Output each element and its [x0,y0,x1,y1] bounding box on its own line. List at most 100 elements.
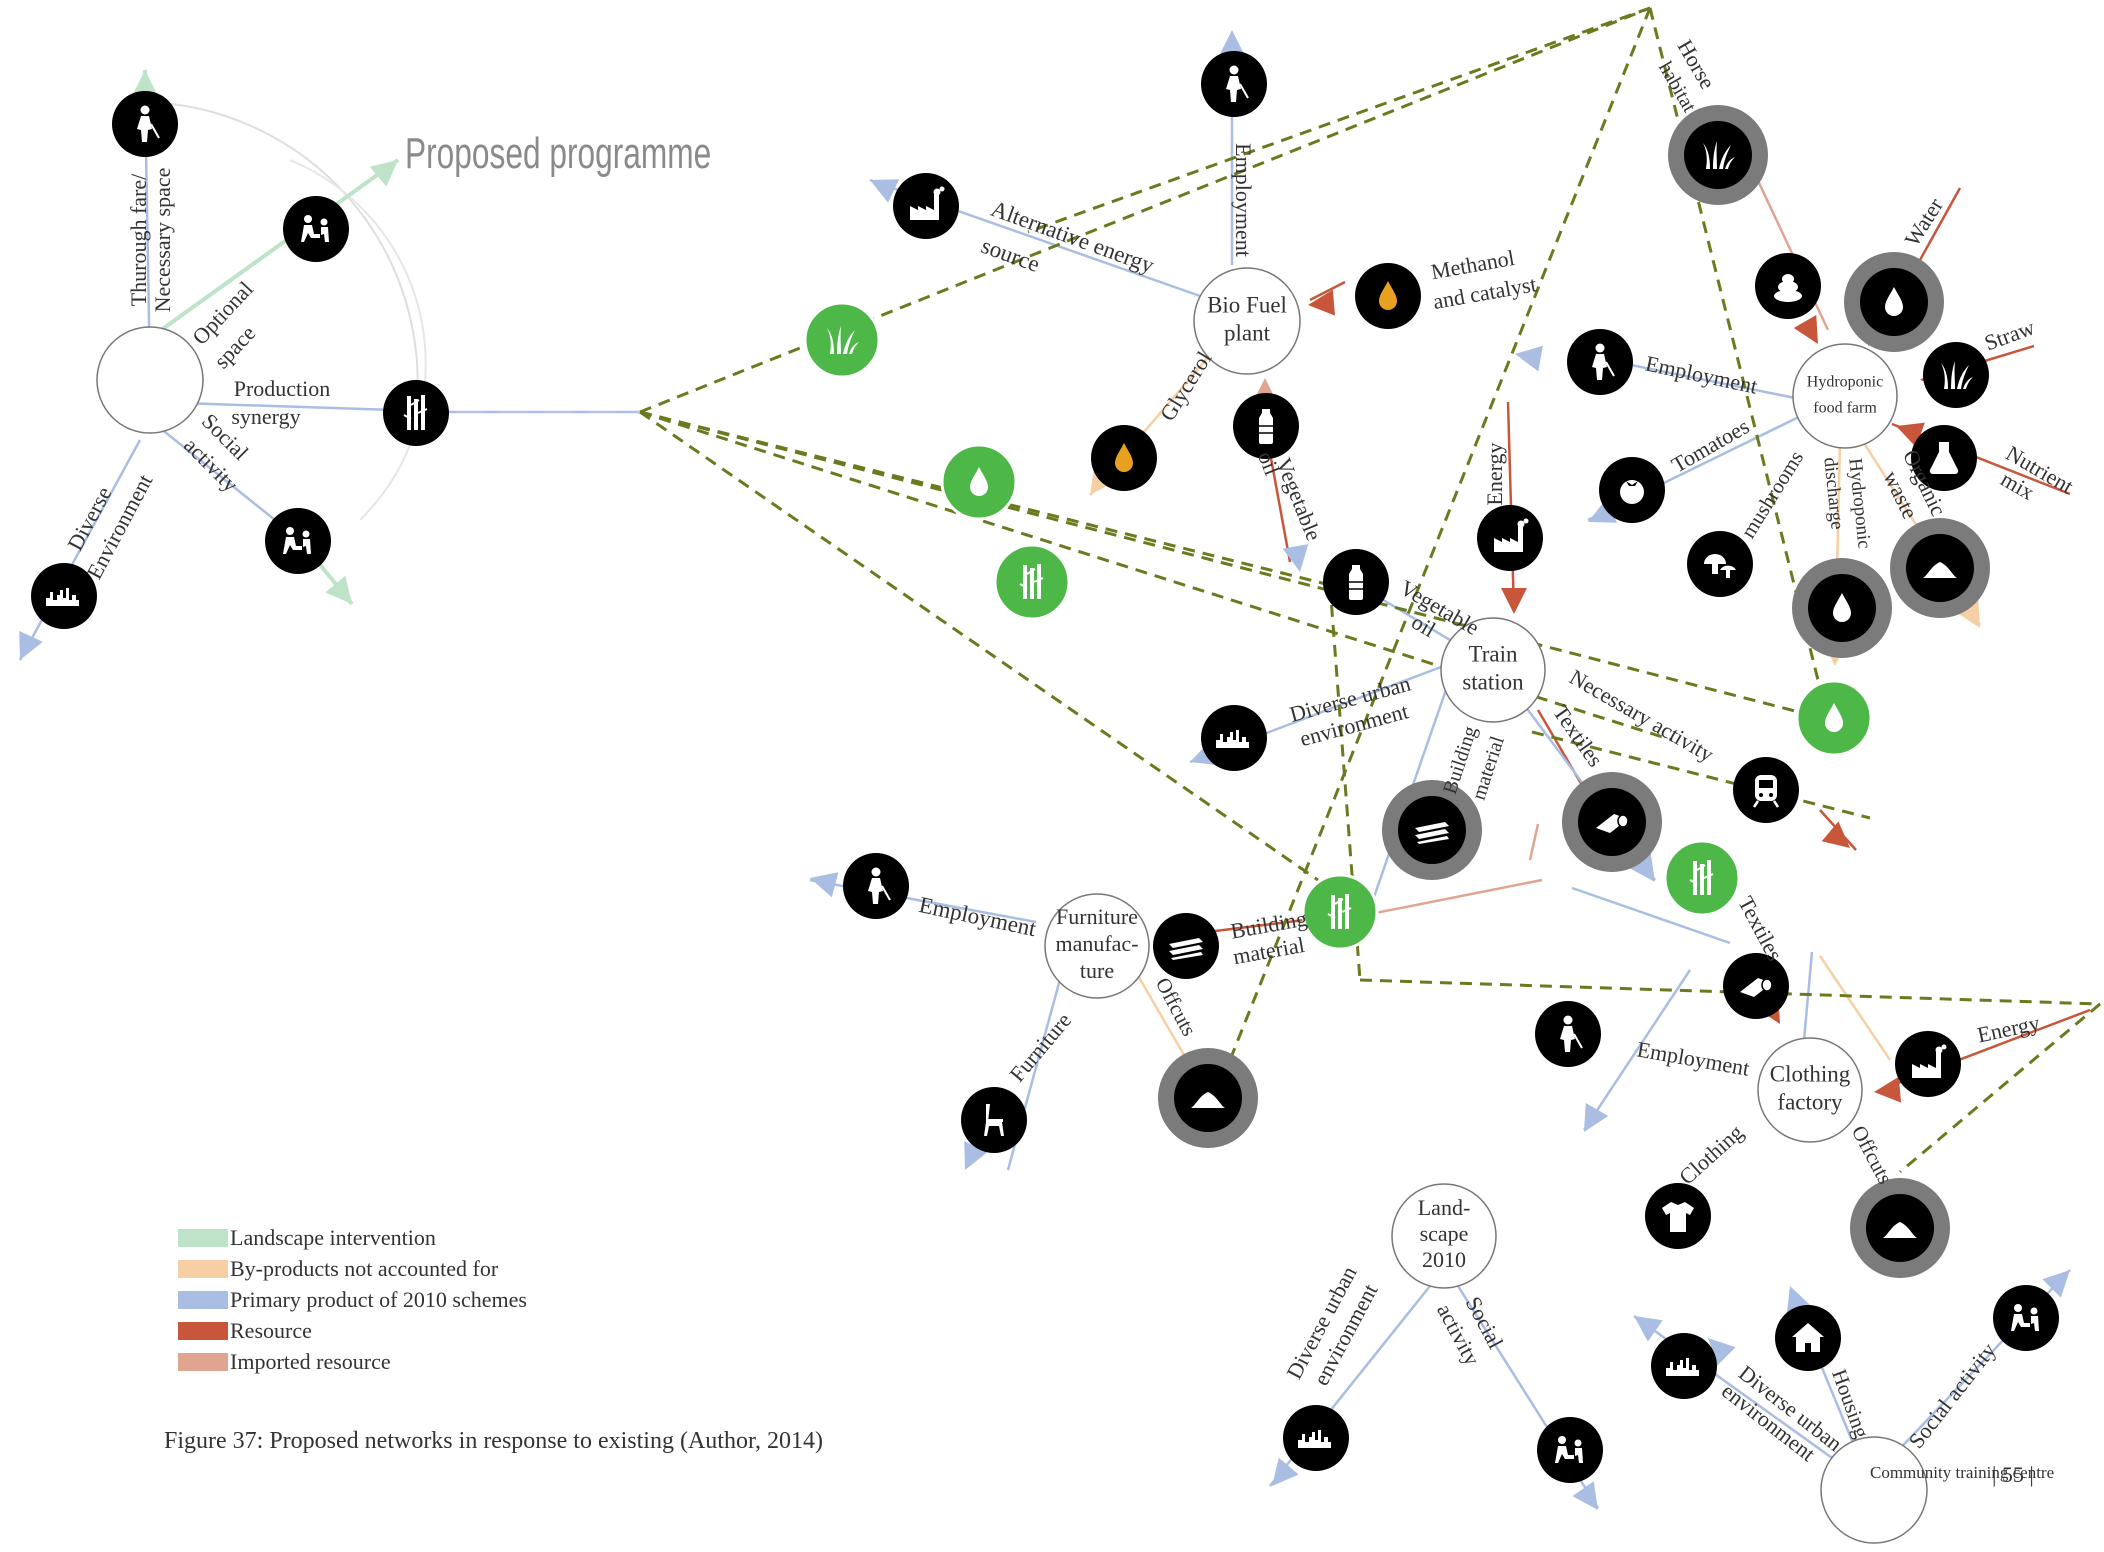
sawdust-pile-icon [1890,518,1990,618]
dashed-link [1228,7,1652,1061]
dashed-link [639,6,1651,414]
link-label: mushrooms [1736,446,1808,542]
link-label: synergy [231,404,300,429]
water-drop-icon [940,443,1018,521]
legend-swatch [178,1321,228,1340]
sawdust-pile-icon [1850,1178,1950,1278]
community-hub [1820,1436,1928,1544]
left-context-hub [96,326,204,434]
fabric-roll-icon [1562,772,1662,872]
legend-label: Primary product of 2010 schemes [230,1286,527,1312]
legend-item: By-products not accounted for [178,1253,527,1284]
bamboo-icon [1301,873,1379,951]
arrowhead-primary [810,872,839,898]
hydroponic-hub-label: food farm [1813,400,1877,417]
skyline-icon [31,563,97,629]
bamboo-icon [383,380,449,446]
arrowhead-resource [1308,289,1336,316]
chair-icon [961,1087,1027,1153]
hydroponic-hub [1792,343,1898,449]
person-walking-icon [1535,1001,1601,1067]
link-label: Glycerol [1155,347,1217,426]
arrowhead-landscape [325,575,352,604]
dashed-link [1899,1002,2101,1174]
link-label: Thurough fare/ [126,173,151,306]
legend-item: Imported resource [178,1346,527,1377]
grass-icon [1923,342,1989,408]
legend-swatch [178,1352,228,1371]
legend-swatch [178,1259,228,1278]
legend-label: By-products not accounted for [230,1255,499,1281]
dashed-link [639,410,1319,882]
factory-icon [893,173,959,239]
link-label: Textiles [1733,892,1788,965]
link-label: Offcuts [1847,1121,1898,1188]
tomato-icon [1599,457,1665,523]
arrowhead-primary [964,1140,988,1170]
page-number: | 55 | [1992,1462,2034,1487]
bamboo-icon [993,543,1071,621]
link-label: Hydroponic [1844,457,1874,549]
legend-item: Primary product of 2010 schemes [178,1284,527,1315]
arrowhead-landscape [369,160,398,187]
arrowhead-primary [19,630,43,660]
arrowhead-primary [1584,1102,1609,1132]
furniture-hub-label: Furniture [1056,904,1138,929]
grass-icon [1668,105,1768,205]
arrowhead-primary [1515,345,1543,372]
arrowhead-primary [870,179,900,203]
bottle-icon [1233,393,1299,459]
biofuel-hub-label: Bio Fuel [1207,292,1287,317]
landscape2010-hub [1391,1183,1497,1289]
arrowhead-primary [1219,30,1245,56]
dashed-link [639,410,1823,720]
legend: Landscape intervention By-products not a… [178,1222,527,1377]
legend-swatch [178,1290,228,1309]
clothing-hub [1757,1037,1863,1143]
link-label: Furniture [1004,1008,1076,1087]
tshirt-icon [1645,1183,1711,1249]
legend-swatch [178,1228,228,1247]
water-drop-icon [1792,558,1892,658]
person-walking-icon [1567,329,1633,395]
water-drop-icon [1844,252,1944,352]
furniture-hub [1044,893,1150,999]
legend-label: Landscape intervention [230,1224,436,1250]
train-hub [1440,617,1546,723]
clothing-hub-label: Clothing [1770,1061,1851,1086]
arrowhead-primary [2042,1270,2070,1298]
factory-icon [1477,505,1543,571]
lumber-icon [1153,913,1219,979]
bottle-icon [1323,549,1389,615]
people-playing-icon [1537,1417,1603,1483]
clothing-hub-label: factory [1777,1089,1843,1114]
link-imported [1528,823,1540,861]
people-sitting-icon [1993,1285,2059,1351]
link-label: Offcuts [1151,973,1202,1040]
legend-item: Landscape intervention [178,1222,527,1253]
link-label: Social activity [1903,1338,2001,1453]
link-label: Clothing [1674,1119,1748,1189]
legend-label: Resource [230,1317,312,1343]
arrowhead-byproduct [1955,598,1980,628]
person-walking-icon [112,91,178,157]
link-label: Employment [1643,351,1759,399]
link-primary [1615,360,1796,400]
biofuel-hub-label: plant [1224,320,1271,345]
arrowhead-primary [1629,853,1655,882]
sawdust-pile-icon [1158,1048,1258,1148]
oil-drop-icon [1355,263,1421,329]
link-resource [1309,280,1346,302]
lumber-icon [1382,780,1482,880]
landscape2010-hub-label: scape [1420,1221,1469,1246]
water-drop-icon [1795,679,1873,757]
arrowhead-primary [1588,499,1618,523]
house-icon [1775,1305,1841,1371]
train-hub-label: station [1462,669,1524,694]
skyline-icon [1283,1405,1349,1471]
train-hub-label: Train [1469,641,1518,666]
context-arc [289,159,427,521]
dashed-link [1027,6,1651,234]
icon-nodes [31,51,2059,1483]
link-label: Employment [1635,1036,1751,1080]
